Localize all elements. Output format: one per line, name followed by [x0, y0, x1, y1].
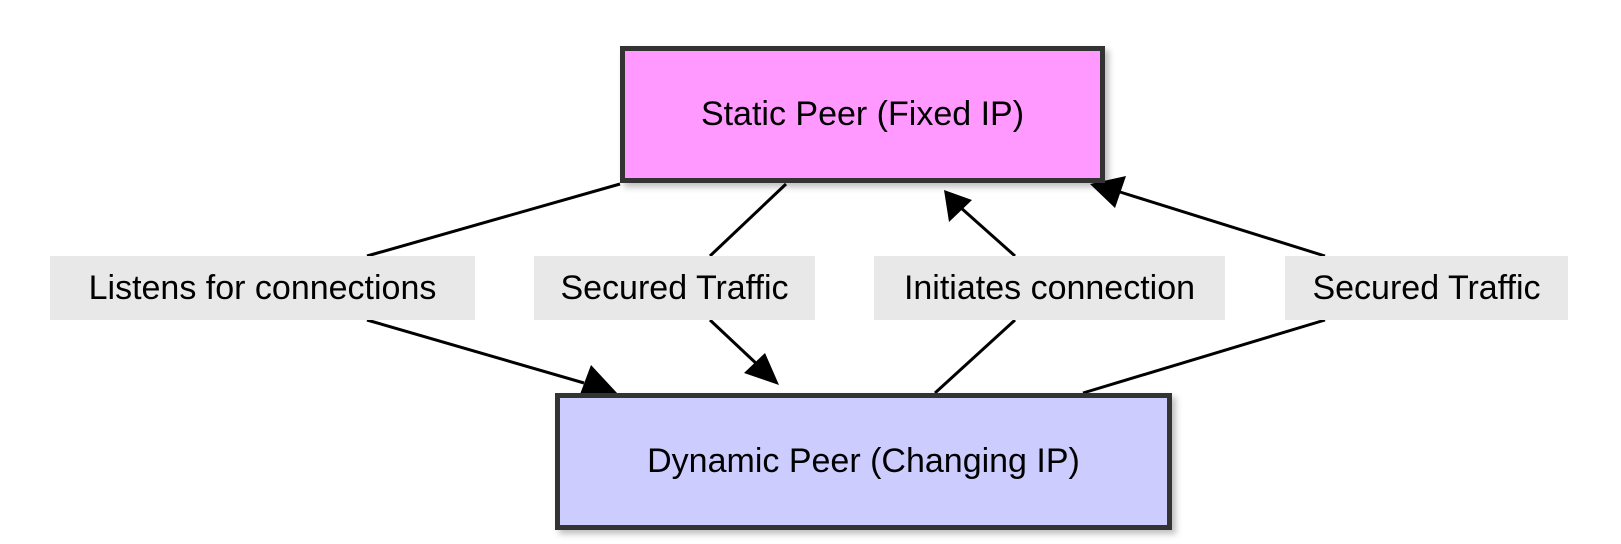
- arrowhead-up-1: [944, 190, 972, 222]
- edge-label-text: Initiates connection: [903, 268, 1196, 307]
- edge-label-text: Listens for connections: [88, 268, 437, 307]
- edge-secured-traffic-1: [708, 182, 788, 385]
- static-peer-label: Static Peer (Fixed IP): [700, 95, 1025, 133]
- edge-label-listens-for-connections: Listens for connections: [50, 256, 475, 320]
- edge-label-initiates-connection: Initiates connection: [874, 256, 1225, 320]
- arrowhead-down-1: [579, 365, 617, 397]
- static-peer-node: Static Peer (Fixed IP): [620, 46, 1105, 183]
- edge-listens-for-connections: [366, 182, 621, 397]
- dynamic-peer-node: Dynamic Peer (Changing IP): [555, 393, 1172, 530]
- edge-label-secured-traffic-1: Secured Traffic: [534, 256, 815, 320]
- edge-label-text: Secured Traffic: [1312, 268, 1541, 307]
- edge-label-secured-traffic-2: Secured Traffic: [1285, 256, 1568, 320]
- edge-label-text: Secured Traffic: [560, 268, 789, 307]
- arrowhead-down-2: [744, 353, 779, 385]
- dynamic-peer-label: Dynamic Peer (Changing IP): [647, 442, 1080, 480]
- edge-initiates-connection: [933, 190, 1017, 395]
- arrowhead-up-2: [1090, 176, 1126, 208]
- edge-secured-traffic-2: [1082, 176, 1326, 395]
